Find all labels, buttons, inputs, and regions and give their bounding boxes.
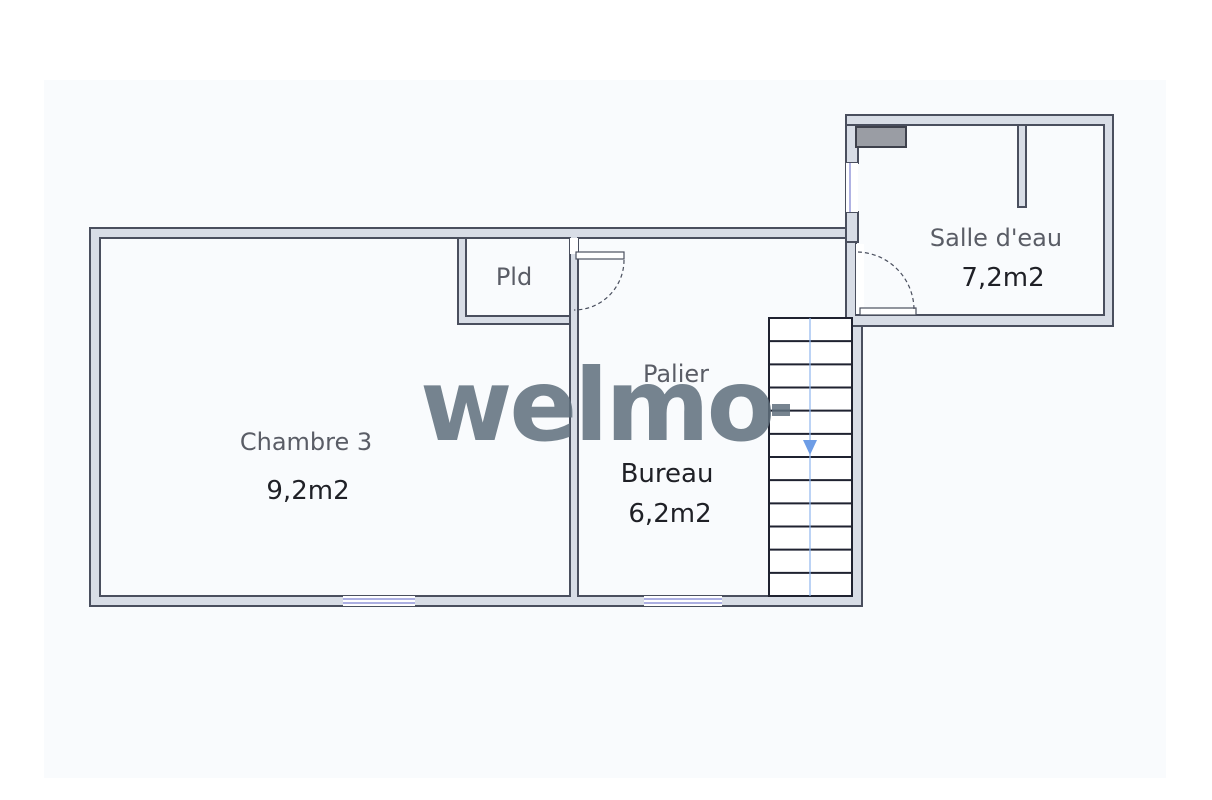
svg-text:welmo: welmo [420,347,772,464]
welmo-watermark-logo: welmo [420,347,790,464]
label-chambre-3-name: Chambre 3 [240,428,372,456]
window-chambre-3 [343,596,415,606]
label-pld-name: Pld [496,263,532,291]
door-pld [570,238,625,311]
window-bureau [644,596,722,606]
door-salle-d-eau [856,244,917,316]
window-salle-d-eau [846,163,858,212]
room-pld [465,237,571,317]
room-salle-d-eau [855,124,1105,316]
stair-down-arrow-icon [803,440,817,455]
radiator [855,126,907,148]
salle-d-eau-connector-wall [845,211,859,243]
label-salle-d-eau-area: 7,2m2 [961,263,1044,293]
label-palier-name: Palier [643,360,709,388]
label-bureau-name: Bureau [621,459,714,489]
label-bureau-area: 6,2m2 [628,499,711,529]
staircase [768,317,853,597]
label-salle-d-eau-name: Salle d'eau [930,224,1062,252]
shower-partition [1017,124,1027,208]
label-chambre-3-area: 9,2m2 [266,476,349,506]
